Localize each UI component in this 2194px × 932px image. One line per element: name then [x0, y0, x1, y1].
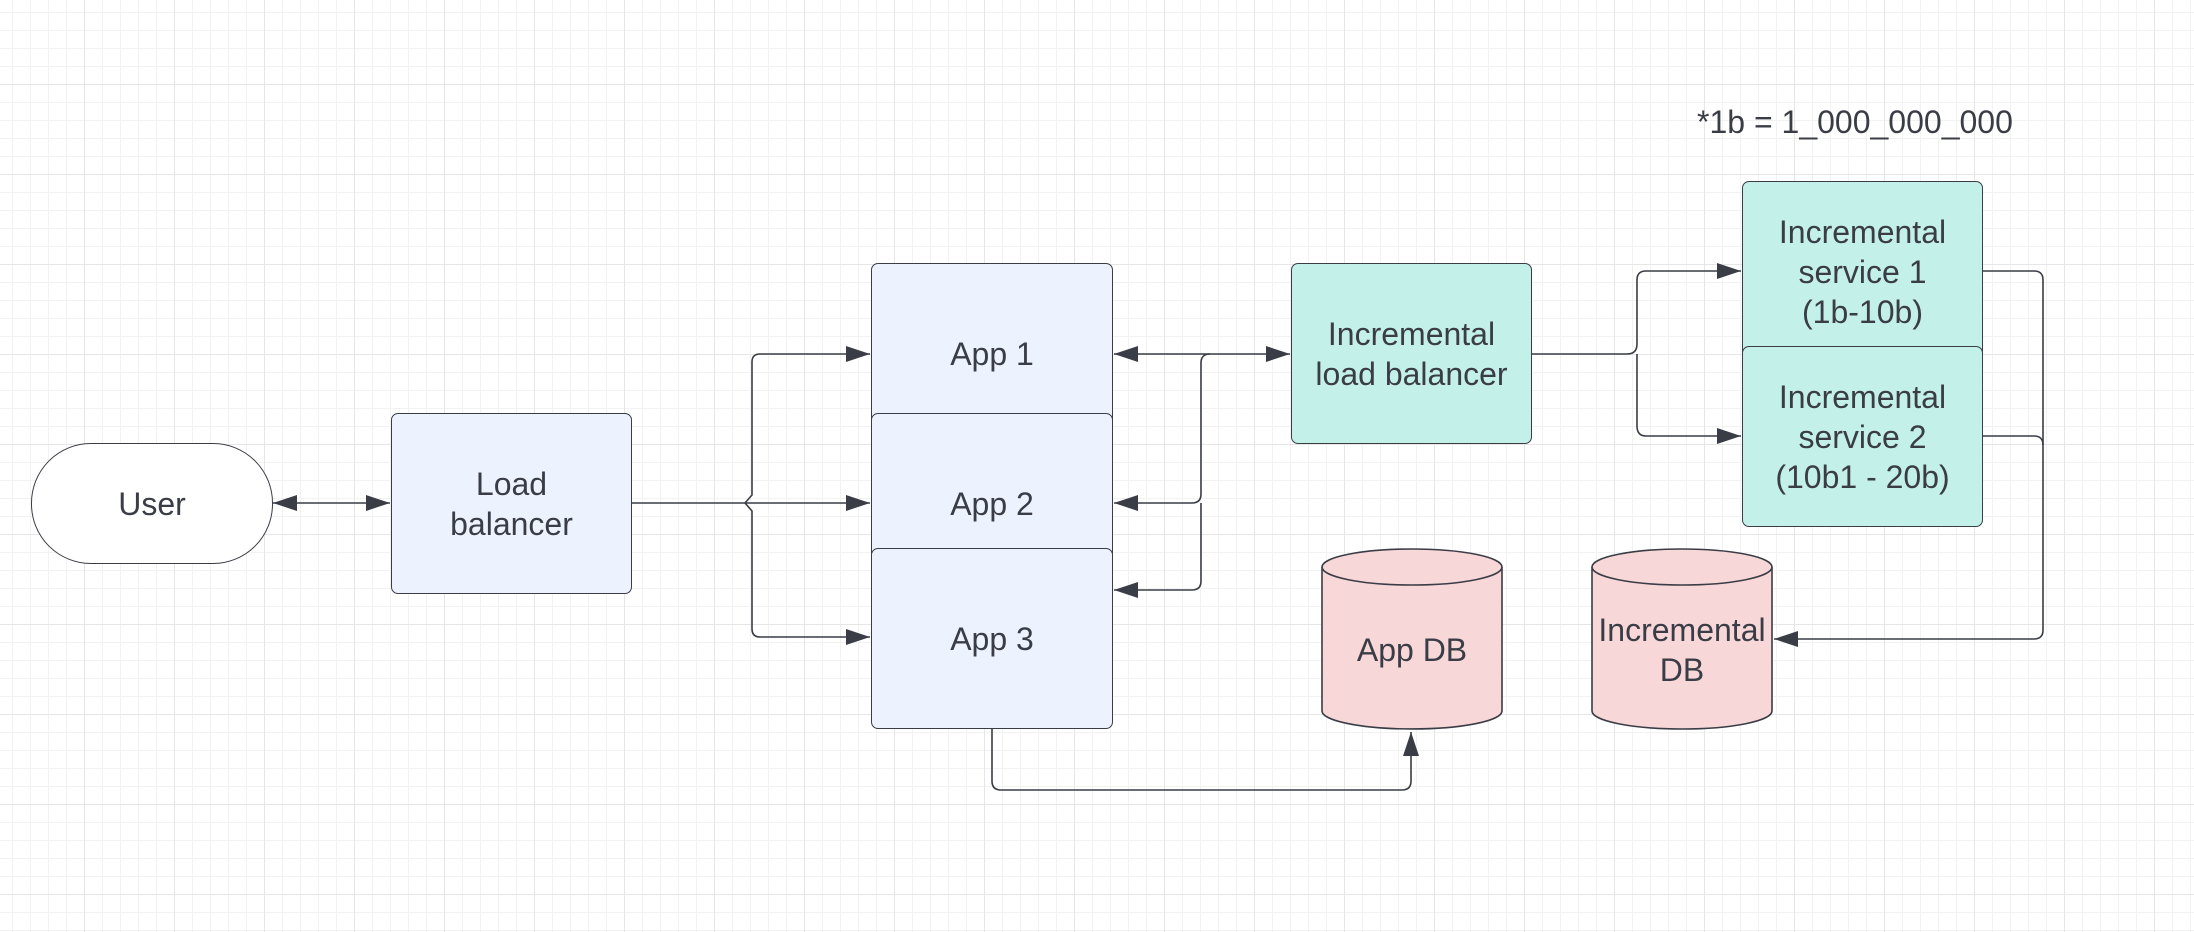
load-balancer-node[interactable]: Load balancer [391, 413, 632, 594]
incremental-service-1-label: Incremental service 1 (1b-10b) [1778, 213, 1947, 330]
scale-note: *1b = 1_000_000_000 [1697, 104, 2013, 140]
app-db-cylinder[interactable] [1321, 548, 1503, 730]
connector-lb-app1 [744, 346, 870, 504]
app3-node[interactable]: App 3 [871, 548, 1113, 729]
user-node[interactable]: User [31, 443, 273, 564]
connector-service1-incdb [1774, 270, 2044, 647]
app1-label: App 1 [950, 335, 1034, 372]
incremental-db-cylinder[interactable] [1591, 548, 1773, 730]
incremental-load-balancer-label: Incremental load balancer [1315, 315, 1508, 392]
connector-service2-incdb [1983, 435, 2044, 446]
connector-app2-inclb [1114, 353, 1211, 511]
connector-app3-inclb [1114, 503, 1202, 598]
incremental-service-2-label: Incremental service 2 (10b1 - 20b) [1775, 378, 1950, 495]
incremental-load-balancer-node[interactable]: Incremental load balancer [1291, 263, 1532, 444]
app2-label: App 2 [950, 485, 1034, 522]
incremental-service-2-node[interactable]: Incremental service 2 (10b1 - 20b) [1742, 346, 1983, 527]
incremental-service-1-node[interactable]: Incremental service 1 (1b-10b) [1742, 181, 1983, 362]
connector-inclb-service1 [1532, 263, 1741, 355]
incremental-db-label: Incremental DB [1598, 612, 1766, 688]
app3-label: App 3 [950, 620, 1034, 657]
connector-inclb-service2 [1636, 354, 1741, 444]
load-balancer-label: Load balancer [450, 465, 573, 542]
connector-lb-app3 [744, 502, 870, 645]
connector-app3-appdb [991, 729, 1419, 791]
app-db-label: App DB [1356, 632, 1468, 668]
user-label: User [118, 485, 186, 522]
